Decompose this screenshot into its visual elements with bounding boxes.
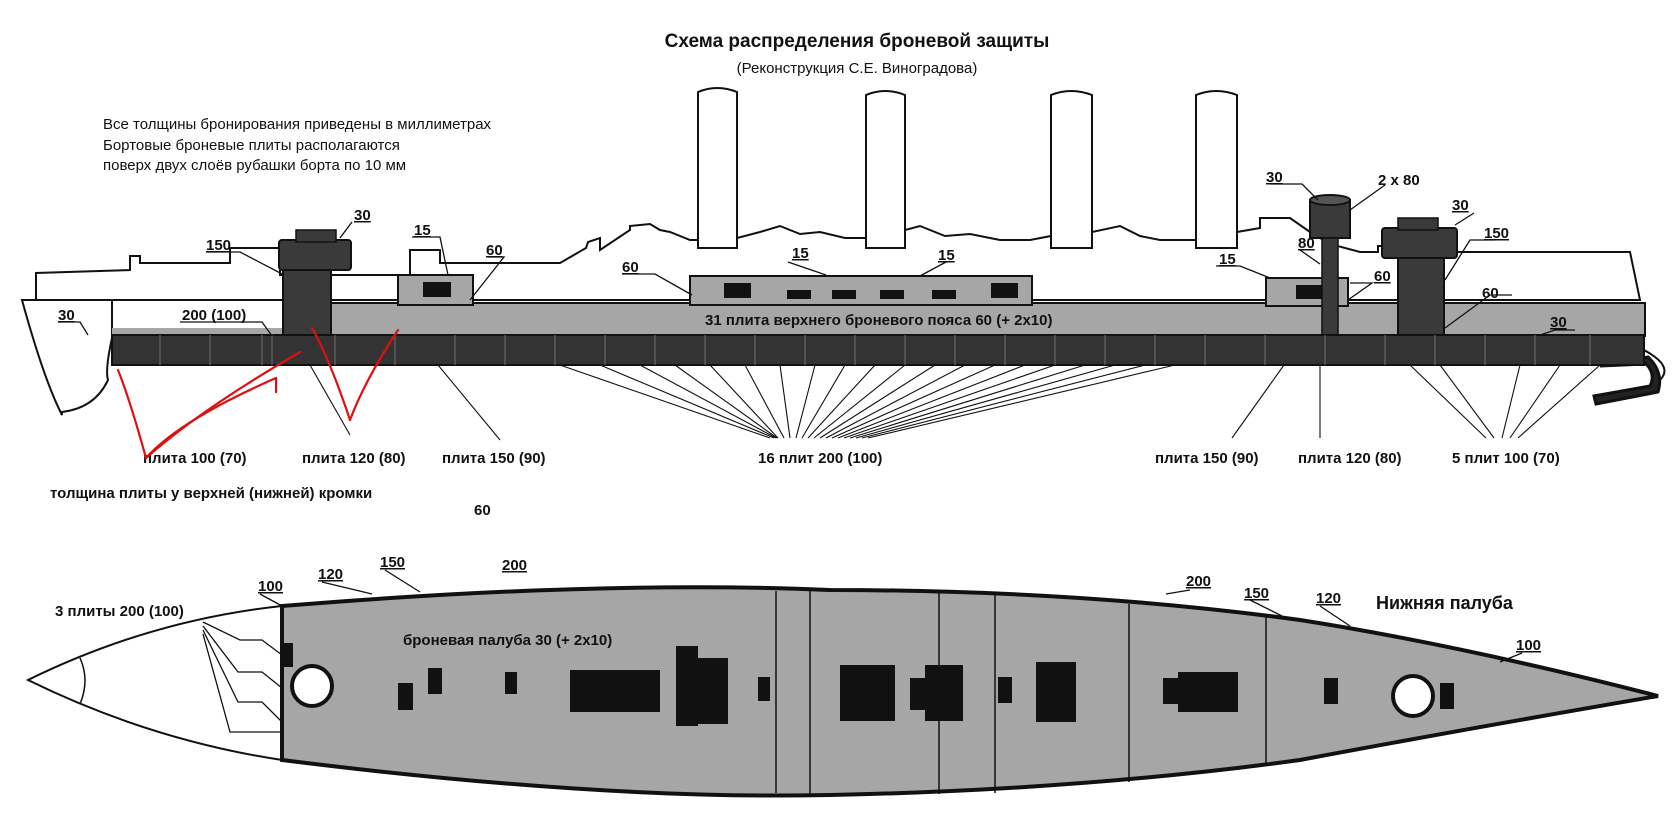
note-units: Все толщины бронирования приведены в мил… [103,116,492,133]
funnel-4 [1195,90,1238,248]
diagram-title: Схема распределения броневой защиты [665,31,1050,52]
note-plates-1: Бортовые броневые плиты располагаются [103,137,400,154]
callout-aft-tower-base: 60 [1482,285,1499,302]
note-plates-2: поверх двух слоёв рубашки борта по 10 мм [103,157,406,174]
callout-aft-tube: 80 [1298,235,1315,252]
mid-casemate-port-6 [991,283,1018,298]
lower-deck-title: Нижняя палуба [1376,593,1514,613]
callout-mid-casemate-top-b: 15 [938,247,955,264]
funnel-2 [865,90,906,248]
callout-fwd-tower-side: 150 [206,237,231,254]
callout-aft-tower-top: 30 [1452,197,1469,214]
armored-deck [280,585,1659,798]
plate-label-mid-200: 16 плит 200 (100) [758,450,882,467]
aft-bridge-cap [1309,194,1351,206]
aft-tower-top [1381,227,1458,259]
callout-bow-deck: 30 [58,307,75,324]
bow-hull [20,299,113,416]
edge-label-100-fwd: 100 [258,578,283,595]
mid-casemate-port-1 [724,283,751,298]
callout-aft-casemate-side: 60 [1374,268,1391,285]
funnel-1 [697,87,738,248]
fwd-tower-tube [282,269,332,337]
plate-label-fwd-100: плита 100 (70) [143,450,247,467]
stray-number: 60 [474,502,491,519]
edge-label-120-fwd: 120 [318,566,343,583]
plate-label-aft-120: плита 120 (80) [1298,450,1402,467]
callout-aft-bridge-top: 30 [1266,169,1283,186]
fwd-casemate-port [423,282,451,297]
side-view: 31 плита верхнего броневого пояса 60 (+ … [20,87,1666,519]
funnel-3 [1050,90,1093,248]
lower-belt-seams [159,335,1591,365]
aft-hatch [1391,674,1435,718]
diagram-subtitle: (Реконструкция С.Е. Виноградова) [737,60,978,77]
deck-bow [25,604,283,762]
plate-label-aft-100: 5 плит 100 (70) [1452,450,1560,467]
callout-aft-bridge-cyl: 2 x 80 [1378,172,1420,189]
deck-view: 100 120 150 200 200 150 120 100 3 плиты … [25,554,1659,798]
plate-label-fwd-120: плита 120 (80) [302,450,406,467]
bow-plates-label: 3 плиты 200 (100) [55,603,184,620]
callout-aft-tower-side: 150 [1484,225,1509,242]
callout-aft-deck: 30 [1550,314,1567,331]
fwd-tower-top [278,239,352,271]
lower-belt [111,334,1645,366]
plate-label-fwd-150: плита 150 (90) [442,450,546,467]
mid-casemate-port-2 [787,290,811,299]
edge-thickness-note: толщина плиты у верхней (нижней) кромки [50,485,372,502]
plate-label-aft-150: плита 150 (90) [1155,450,1259,467]
edge-label-200-fwd: 200 [502,557,527,574]
armored-deck-label: броневая палуба 30 (+ 2x10) [403,632,612,649]
deck-edge-labels: 100 120 150 200 200 150 120 100 [258,554,1541,654]
edge-label-100-aft: 100 [1516,637,1541,654]
deck-edge-leaders [259,569,1523,663]
mid-casemate-port-5 [932,290,956,299]
aft-casemate-port [1296,285,1322,299]
edge-label-200-aft: 200 [1186,573,1211,590]
edge-label-120-aft: 120 [1316,590,1341,607]
bow-plate-leaders [202,621,283,733]
callout-fwd-lower-belt: 200 (100) [182,307,246,324]
callout-aft-casemate-top: 15 [1219,251,1236,268]
stern-counter [1592,355,1662,406]
callout-mid-casemate-side: 60 [622,259,639,276]
aft-tube [1321,237,1339,337]
mid-casemate-port-3 [832,290,856,299]
funnels [697,87,1238,248]
aft-tower-cap [1397,217,1439,231]
callout-numbers: 30 150 30 200 (100) 15 60 60 15 15 15 80… [58,169,1567,331]
edge-label-150-aft: 150 [1244,585,1269,602]
deck-bow-line [79,657,86,705]
edge-label-150-fwd: 150 [380,554,405,571]
fwd-tower-cap [295,229,337,243]
aft-tower-tube [1397,257,1445,337]
callout-leaders [58,183,1575,337]
callout-fwd-tower-top: 30 [354,207,371,224]
upper-belt-label: 31 плита верхнего броневого пояса 60 (+ … [705,312,1052,329]
fwd-deck-grey [112,328,312,338]
mid-casemate-port-4 [880,290,904,299]
callout-mid-casemate-top-a: 15 [792,245,809,262]
plate-leaders [309,364,1601,441]
callout-fwd-casemate-side: 60 [486,242,503,259]
fwd-hatch [290,664,334,708]
deck-openings [281,643,1454,726]
callout-fwd-casemate-top: 15 [414,222,431,239]
red-annotations [116,326,400,460]
